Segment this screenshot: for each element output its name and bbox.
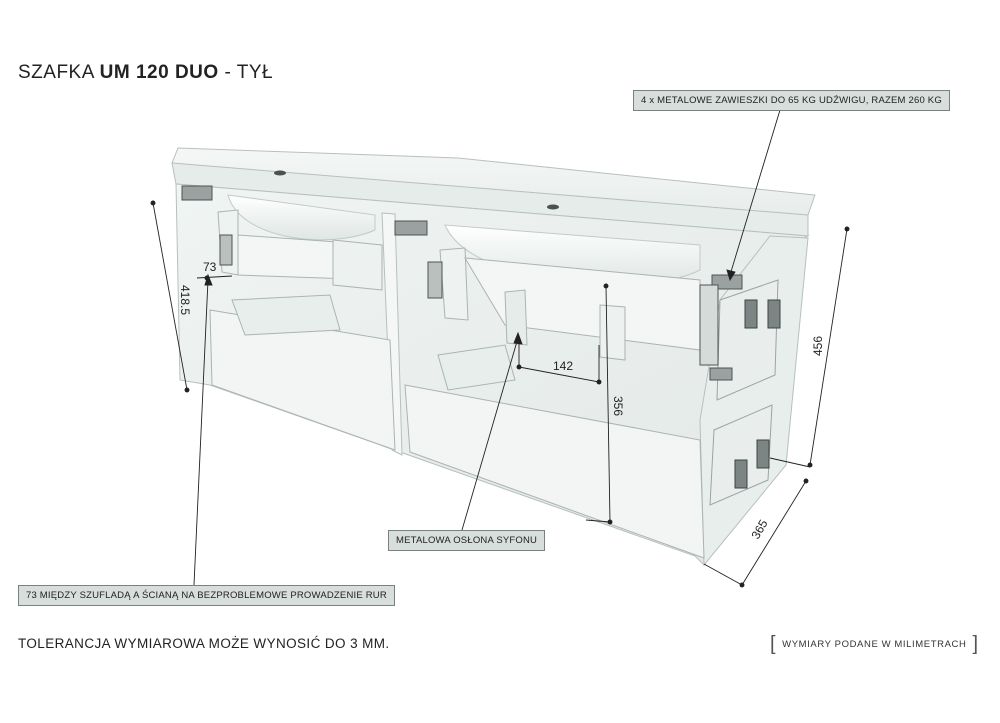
- callout-gap-note: 73 MIĘDZY SZUFLADĄ A ŚCIANĄ NA BEZPROBLE…: [18, 585, 395, 606]
- units-note: [ WYMIARY PODANE W MILIMETRACH ]: [770, 634, 979, 654]
- dim-siphon-width: 142: [553, 359, 573, 373]
- bracket-icon: [734, 459, 748, 489]
- bracket-left-icon: [: [770, 633, 777, 655]
- dim-depth: 365: [748, 517, 770, 542]
- metal-hangers: [181, 185, 781, 489]
- bracket-icon: [756, 439, 770, 469]
- dim-siphon-height: 356: [611, 396, 625, 416]
- faucet-hole-right: [547, 204, 559, 210]
- bracket-icon: [427, 261, 443, 299]
- hanger-icon: [181, 185, 213, 201]
- bracket-icon: [699, 284, 719, 366]
- upper-drawers: [217, 209, 701, 361]
- hanger-icon: [394, 220, 428, 236]
- callout-hangers: 4 x METALOWE ZAWIESZKI DO 65 KG UDŹWIGU,…: [633, 90, 950, 111]
- leader-lines: [193, 109, 781, 586]
- dim-gap: 73: [203, 260, 217, 274]
- hanger-icon: [709, 367, 733, 381]
- bracket-icon: [767, 299, 781, 329]
- bracket-right-icon: ]: [972, 633, 979, 655]
- bracket-icon: [744, 299, 758, 329]
- title-suffix: - TYŁ: [224, 62, 274, 83]
- title-model: UM 120 DUO: [99, 62, 219, 83]
- dimension-lines: [150, 200, 850, 588]
- lower-drawers: [209, 294, 705, 559]
- title-prefix: SZAFKA: [18, 62, 94, 83]
- dim-height-left: 418.5: [178, 285, 192, 315]
- page-title: SZAFKA UM 120 DUO - TYŁ: [18, 62, 273, 84]
- tolerance-note: TOLERANCJA WYMIAROWA MOŻE WYNOSIĆ DO 3 M…: [18, 636, 390, 651]
- hanger-icon: [711, 274, 743, 290]
- callout-siphon-cover: METALOWA OSŁONA SYFONU: [388, 530, 546, 551]
- faucet-hole-left: [274, 170, 286, 176]
- bracket-icon: [219, 234, 233, 266]
- dim-height-right: 456: [811, 336, 825, 356]
- units-text: WYMIARY PODANE W MILIMETRACH: [782, 638, 967, 650]
